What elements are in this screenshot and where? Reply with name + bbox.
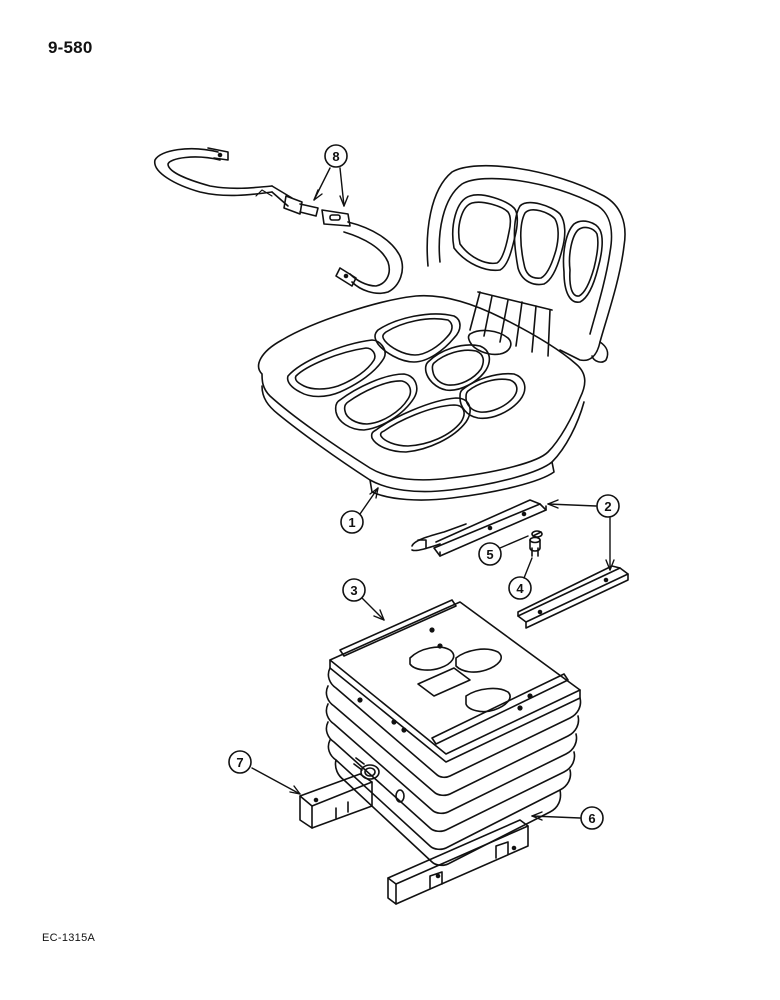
seat-assembly-drawing [257,164,626,501]
callout-8-label: 8 [332,149,339,164]
callout-6: 6 [580,806,604,830]
seat-belt-drawing [154,147,404,295]
callout-2: 2 [596,494,620,518]
leader-lines [251,167,615,821]
callout-5: 5 [478,542,502,566]
callout-3: 3 [342,578,366,602]
callout-7-label: 7 [236,755,243,770]
callout-1: 1 [340,510,364,534]
callout-4-label: 4 [516,581,524,596]
callout-4: 4 [508,576,532,600]
callout-5-label: 5 [486,547,493,562]
slide-rails-drawing [411,499,629,629]
callout-7: 7 [228,750,252,774]
callout-8: 8 [324,144,348,168]
callout-6-label: 6 [588,811,595,826]
bolt-washer-drawing [529,530,543,557]
suspension-unit-drawing [325,599,582,867]
callout-2-label: 2 [604,499,611,514]
mounting-bracket-right-drawing [387,819,529,905]
callout-1-label: 1 [348,515,355,530]
mounting-bracket-left-drawing [299,773,373,829]
page-number: 9-580 [48,38,93,57]
callout-3-label: 3 [350,583,357,598]
figure-code: EC-1315A [42,932,96,944]
